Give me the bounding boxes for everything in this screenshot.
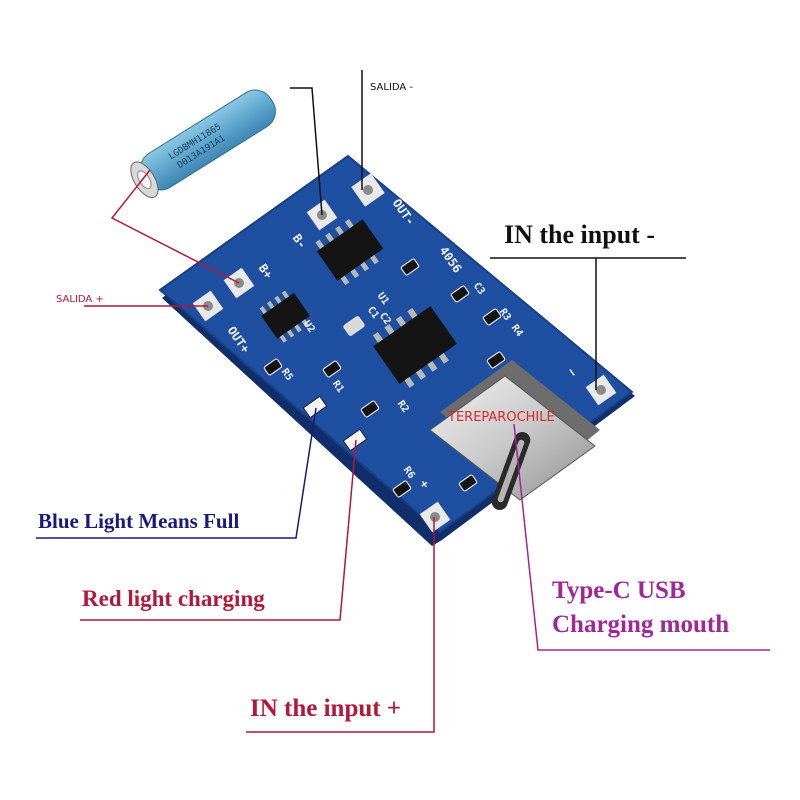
chip-u1 — [315, 218, 384, 286]
leader-type-c — [513, 423, 770, 651]
label-salida-plus: SALIDA + — [56, 294, 104, 305]
led-red — [342, 428, 368, 452]
pcb-board: B- B+ OUT- OUT+ 4056 U1 U2 C1 C2 C3 R1 R… — [158, 154, 635, 546]
label-type-c-line2: Charging mouth — [552, 611, 729, 638]
smd-components — [263, 258, 506, 498]
label-type-c-line1: Type-C USB — [552, 577, 686, 604]
label-blue-light: Blue Light Means Full — [38, 509, 239, 533]
leader-in-plus — [246, 517, 435, 733]
leader-b-plus — [110, 169, 240, 284]
led-blue — [302, 395, 328, 419]
label-in-plus: IN the input + — [250, 695, 401, 722]
pad-in-plus — [419, 501, 451, 533]
label-red-light: Red light charging — [82, 586, 265, 611]
battery-cell: LGDBMH11865 D013A191A1 — [130, 89, 276, 199]
silk-b-plus: B+ — [256, 261, 276, 281]
chip-u2 — [259, 290, 310, 343]
leader-lines — [36, 70, 770, 733]
leader-blue-light — [36, 407, 317, 539]
chip-4056 — [372, 306, 457, 388]
leader-red-light — [80, 439, 357, 621]
silk-b-minus: B- — [290, 231, 310, 251]
label-in-minus: IN the input - — [504, 220, 655, 249]
label-salida-minus: SALIDA - — [370, 82, 413, 93]
leader-b-minus — [290, 87, 323, 216]
watermark-text: TEREPAROCHILE — [447, 410, 555, 425]
pad-in-minus — [585, 374, 617, 406]
pad-out-minus — [351, 173, 385, 207]
